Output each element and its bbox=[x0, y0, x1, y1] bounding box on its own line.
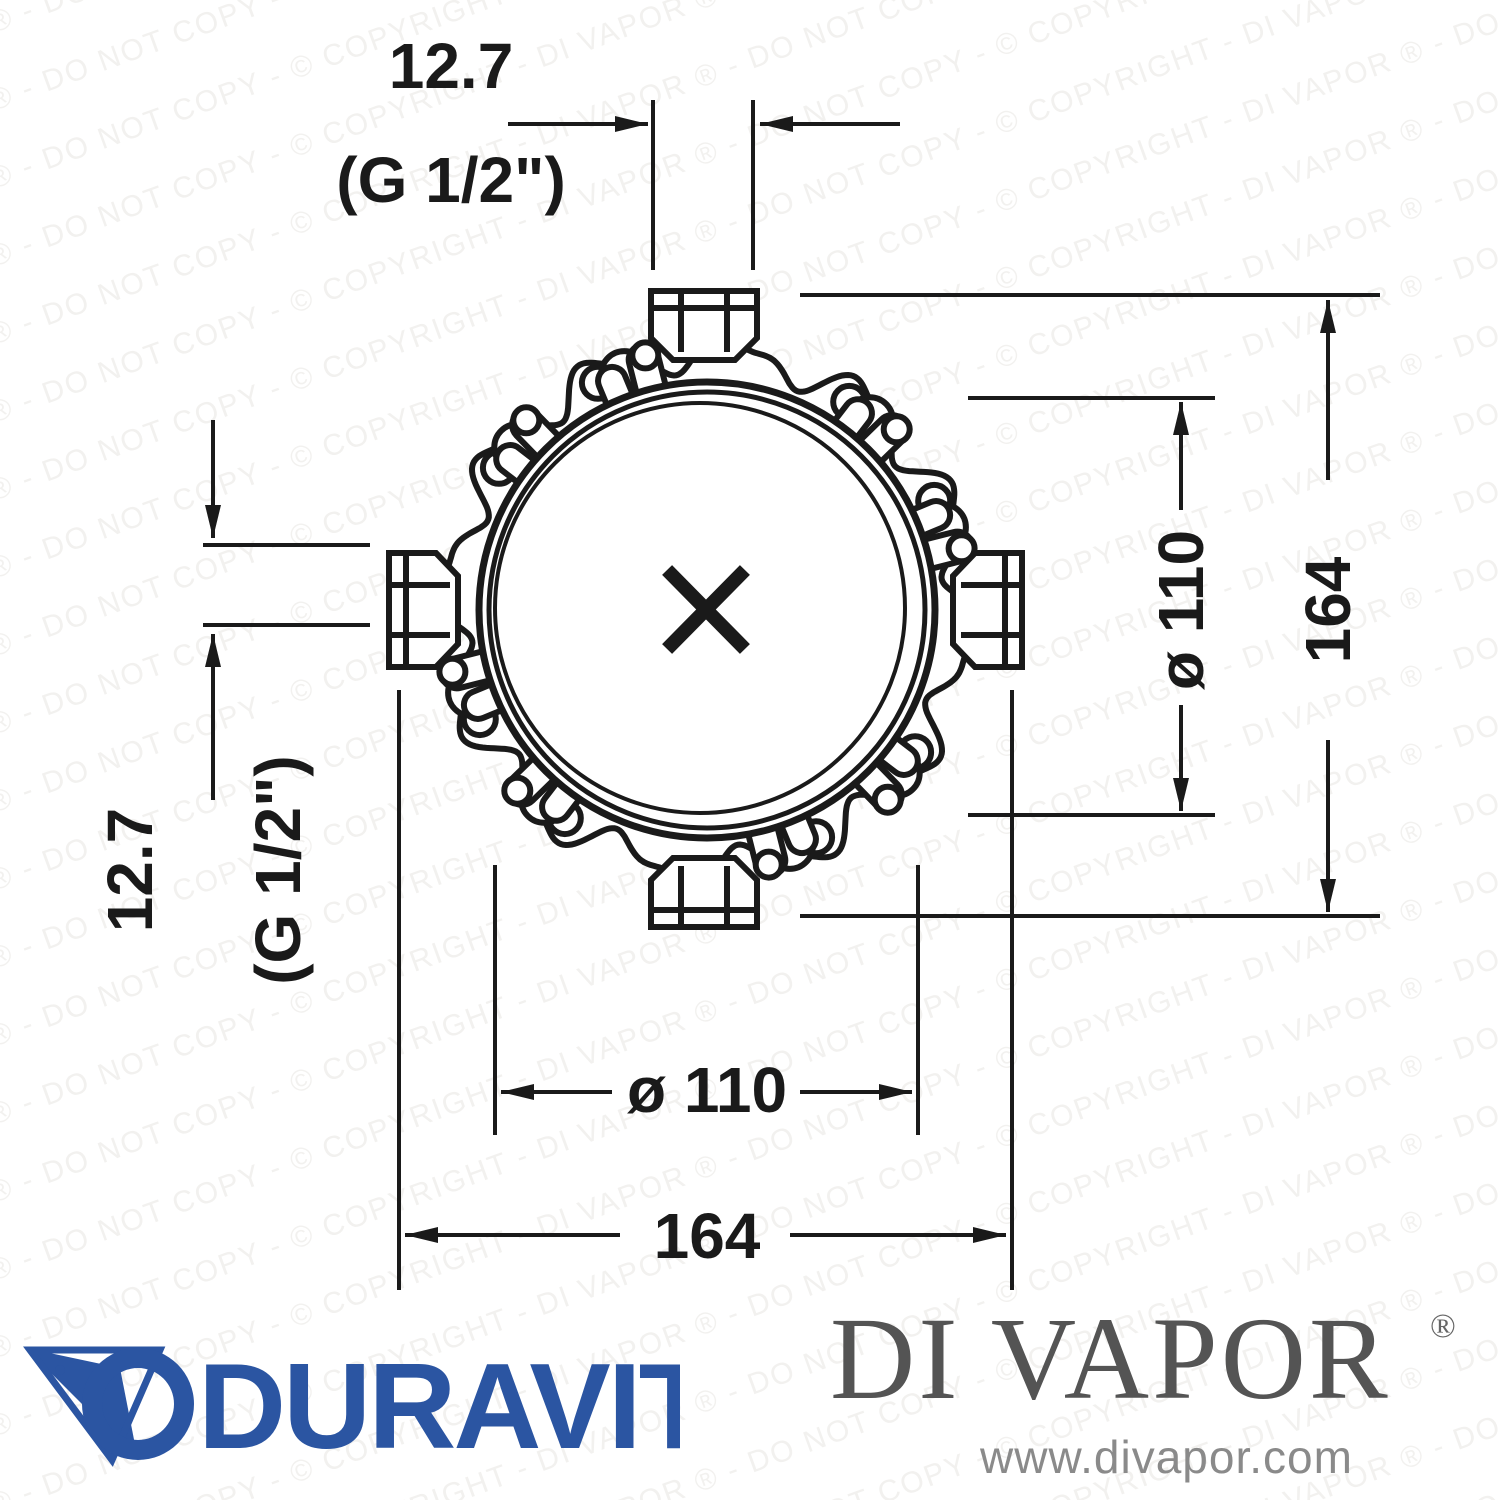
dimension-lines bbox=[203, 100, 1380, 1290]
duravit-logo: DURAVIT bbox=[20, 1310, 716, 1480]
flange-lug-detail bbox=[945, 532, 978, 565]
center-cross-icon bbox=[662, 565, 750, 654]
flange-lug-detail bbox=[880, 413, 913, 446]
dim-right-inner-value: ø 110 bbox=[1145, 530, 1217, 690]
flange-lug-detail bbox=[501, 774, 534, 807]
dim-left-thread: (G 1/2") bbox=[242, 755, 314, 985]
dim-bottom-outer-value: 164 bbox=[654, 1200, 761, 1272]
divapor-logo: DI VAPOR ® www.divapor.com bbox=[830, 1290, 1490, 1490]
dim-left-value: 12.7 bbox=[94, 808, 166, 933]
divapor-url: www.divapor.com bbox=[980, 1431, 1353, 1483]
flange-lug-detail bbox=[629, 339, 662, 372]
divapor-wordmark: DI VAPOR bbox=[830, 1293, 1391, 1424]
dim-right-outer-value: 164 bbox=[1292, 556, 1364, 663]
dim-bottom-inner-value: ø 110 bbox=[627, 1054, 787, 1126]
dim-top-value: 12.7 bbox=[389, 30, 514, 102]
dim-top-thread: (G 1/2") bbox=[336, 144, 566, 216]
divapor-registered-mark: ® bbox=[1430, 1308, 1456, 1345]
valve-body-plate bbox=[475, 378, 939, 842]
duravit-wordmark: DURAVIT bbox=[198, 1338, 680, 1474]
flange-lug-detail bbox=[510, 404, 543, 437]
flange-lug-detail bbox=[436, 655, 469, 688]
left-hex-fitting bbox=[386, 550, 461, 670]
duravit-mark-icon bbox=[23, 1346, 194, 1467]
logo-bar: DURAVIT DI VAPOR ® www.divapor.com bbox=[0, 1280, 1500, 1500]
top-hex-fitting bbox=[648, 288, 760, 363]
flange-lug-detail bbox=[752, 848, 785, 881]
bottom-hex-fitting bbox=[648, 855, 760, 930]
flange-lug-detail bbox=[871, 783, 904, 816]
right-hex-fitting bbox=[950, 550, 1025, 670]
